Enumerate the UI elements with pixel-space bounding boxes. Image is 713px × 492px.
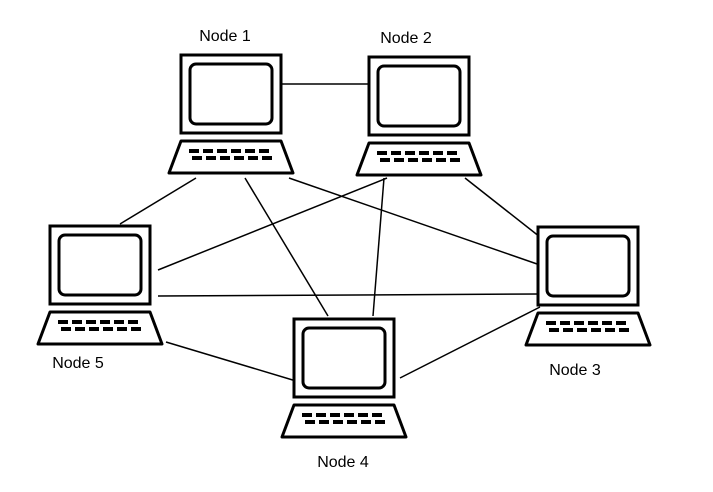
key	[103, 327, 113, 331]
key	[330, 413, 340, 417]
key	[433, 151, 443, 155]
link-n4-n3	[399, 306, 541, 379]
key	[405, 151, 415, 155]
labels-layer: Node 1 Node 2 Node 3 Node 4 Node 5	[52, 28, 601, 471]
key	[577, 328, 587, 332]
key	[619, 328, 629, 332]
key	[245, 149, 255, 153]
key	[319, 420, 329, 424]
keyboard-base	[167, 139, 295, 175]
node-5-label: Node 5	[52, 355, 104, 372]
link-n1-n4	[244, 177, 329, 317]
screen	[188, 62, 274, 126]
node-4-laptop-icon	[280, 317, 408, 439]
link-n1-n5	[119, 177, 197, 225]
key	[231, 149, 241, 153]
key	[220, 156, 230, 160]
key	[616, 321, 626, 325]
link-n1-n3	[288, 177, 541, 266]
key	[131, 327, 141, 331]
key	[419, 151, 429, 155]
links-layer	[119, 83, 541, 382]
keyboard-base	[355, 141, 483, 177]
key	[75, 327, 85, 331]
keyboard-keys	[302, 413, 385, 424]
key	[450, 158, 460, 162]
key	[192, 156, 202, 160]
key	[234, 156, 244, 160]
key	[305, 420, 315, 424]
key	[391, 151, 401, 155]
key	[203, 149, 213, 153]
key	[546, 321, 556, 325]
node-2-label: Node 2	[380, 30, 432, 47]
node-4-label: Node 4	[317, 454, 369, 471]
key	[302, 413, 312, 417]
key	[605, 328, 615, 332]
key	[408, 158, 418, 162]
link-n2-n3	[464, 177, 541, 238]
key	[259, 149, 269, 153]
link-n2-n5	[157, 177, 388, 271]
keyboard-base	[524, 311, 652, 347]
link-n2-n4	[372, 177, 385, 317]
screen	[57, 233, 143, 297]
node-3-label: Node 3	[549, 362, 601, 379]
key	[591, 328, 601, 332]
key	[436, 158, 446, 162]
key	[377, 151, 387, 155]
key	[89, 327, 99, 331]
key	[358, 413, 368, 417]
key	[333, 420, 343, 424]
key	[422, 158, 432, 162]
key	[61, 327, 71, 331]
key	[72, 320, 82, 324]
node-1-laptop-icon	[167, 53, 295, 175]
key	[361, 420, 371, 424]
key	[588, 321, 598, 325]
key	[117, 327, 127, 331]
key	[447, 151, 457, 155]
keyboard-keys	[546, 321, 629, 332]
key	[262, 156, 272, 160]
key	[372, 413, 382, 417]
key	[86, 320, 96, 324]
link-n5-n3	[157, 293, 541, 297]
nodes-layer	[36, 53, 652, 439]
screen	[545, 234, 631, 298]
key	[549, 328, 559, 332]
key	[114, 320, 124, 324]
keyboard-keys	[189, 149, 272, 160]
key	[189, 149, 199, 153]
key	[574, 321, 584, 325]
key	[217, 149, 227, 153]
keyboard-keys	[377, 151, 460, 162]
key	[375, 420, 385, 424]
node-1-label: Node 1	[199, 28, 251, 45]
key	[206, 156, 216, 160]
key	[58, 320, 68, 324]
key	[344, 413, 354, 417]
screen	[376, 64, 462, 128]
key	[347, 420, 357, 424]
keyboard-base	[280, 403, 408, 439]
key	[100, 320, 110, 324]
screen	[301, 326, 387, 390]
node-2-laptop-icon	[355, 55, 483, 177]
key	[128, 320, 138, 324]
key	[563, 328, 573, 332]
link-n5-n4	[165, 341, 297, 382]
keyboard-keys	[58, 320, 141, 331]
key	[560, 321, 570, 325]
node-3-laptop-icon	[524, 225, 652, 347]
key	[248, 156, 258, 160]
keyboard-base	[36, 310, 164, 346]
key	[394, 158, 404, 162]
key	[380, 158, 390, 162]
key	[602, 321, 612, 325]
key	[316, 413, 326, 417]
node-5-laptop-icon	[36, 224, 164, 346]
